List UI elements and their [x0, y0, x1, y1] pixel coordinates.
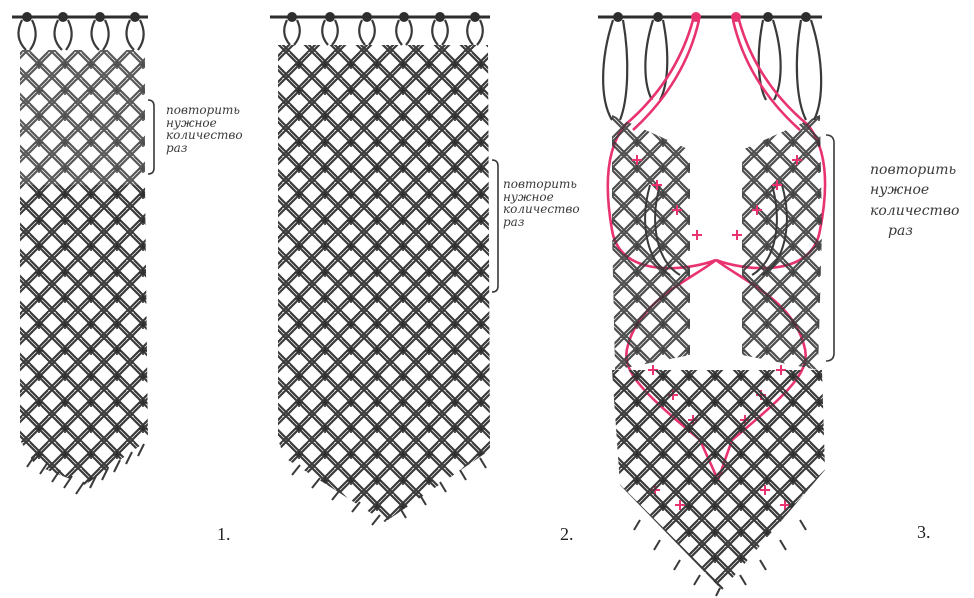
pattern-3-number: 3.	[917, 522, 931, 543]
pattern-1-diagram	[12, 12, 154, 494]
pattern-1-repeat-note: повторить нужное количество раз	[166, 104, 243, 154]
pattern-1-upper-braid	[20, 50, 145, 185]
pattern-2-repeat-bracket	[492, 160, 498, 292]
pattern-3-note-line: нужное	[870, 180, 959, 200]
pattern-2-number: 2.	[560, 524, 574, 545]
pattern-2-lattice	[278, 45, 490, 522]
pattern-1-note-line: количество	[166, 129, 243, 142]
pattern-2-note-line: количество	[503, 203, 580, 216]
pattern-2-top-loops	[284, 20, 483, 45]
pattern-1-top-loops	[19, 20, 144, 50]
pattern-1-note-line: повторить	[166, 104, 243, 117]
pattern-3-note-line: раз	[870, 221, 959, 241]
pattern-3-repeat-bracket	[826, 135, 834, 361]
pattern-1-note-line: раз	[166, 142, 243, 155]
pattern-1-repeat-bracket	[148, 100, 154, 174]
pattern-3-lower-lattice	[612, 370, 825, 590]
pattern-2-repeat-note: повторить нужное количество раз	[503, 178, 580, 228]
pattern-3-diagram	[598, 12, 834, 596]
pattern-3-left-braid	[612, 115, 690, 370]
pattern-3-note-line: количество	[870, 201, 959, 221]
pattern-2-note-line: раз	[503, 216, 580, 229]
pattern-1-number: 1.	[217, 524, 231, 545]
pattern-2-note-line: повторить	[503, 178, 580, 191]
pattern-2-diagram	[270, 12, 498, 525]
pattern-3-note-line: повторить	[870, 160, 959, 180]
pattern-1-lower-lattice	[20, 185, 148, 485]
pattern-3-repeat-note: повторить нужное количество раз	[870, 160, 959, 241]
pattern-3-right-braid	[742, 115, 822, 370]
